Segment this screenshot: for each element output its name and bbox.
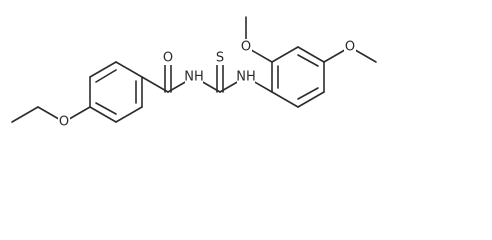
atom-labels: O O NH S NH O O	[58, 39, 356, 130]
atom-label-para-methoxy-o: O	[345, 40, 355, 55]
atom-label-ortho-methoxy-o: O	[241, 40, 251, 55]
bond-ringB-6	[271, 91, 299, 108]
atom-label-thioamide-nh: NH	[236, 70, 256, 85]
atom-label-amide-nh: NH	[184, 70, 204, 85]
atom-label-thiocarbonyl-s: S	[216, 51, 224, 66]
bond-ringB-2	[271, 46, 299, 63]
bond-ringB-3	[297, 46, 325, 63]
bond-ringA-6	[89, 106, 117, 123]
bond-ringA-2-inner	[95, 69, 117, 83]
molecule-diagram: O O NH S NH O O	[11, 16, 377, 130]
bond-ringB-5-inner	[297, 87, 319, 100]
bond-ringA-2	[89, 61, 117, 78]
bond-ring-carbonyl	[141, 76, 169, 93]
atom-label-carbonyl-o: O	[163, 51, 173, 66]
bond-ringB-5	[297, 91, 325, 108]
bond-ringB-3-inner	[297, 54, 319, 67]
atom-label-ethoxy-o: O	[59, 115, 69, 130]
bond-ringA-6-inner	[95, 102, 117, 115]
bond-ethyl-ch3-ch2	[11, 106, 39, 123]
bond-ringA-3	[115, 61, 143, 78]
bonds	[11, 16, 377, 123]
bond-ringA-5	[115, 106, 143, 123]
